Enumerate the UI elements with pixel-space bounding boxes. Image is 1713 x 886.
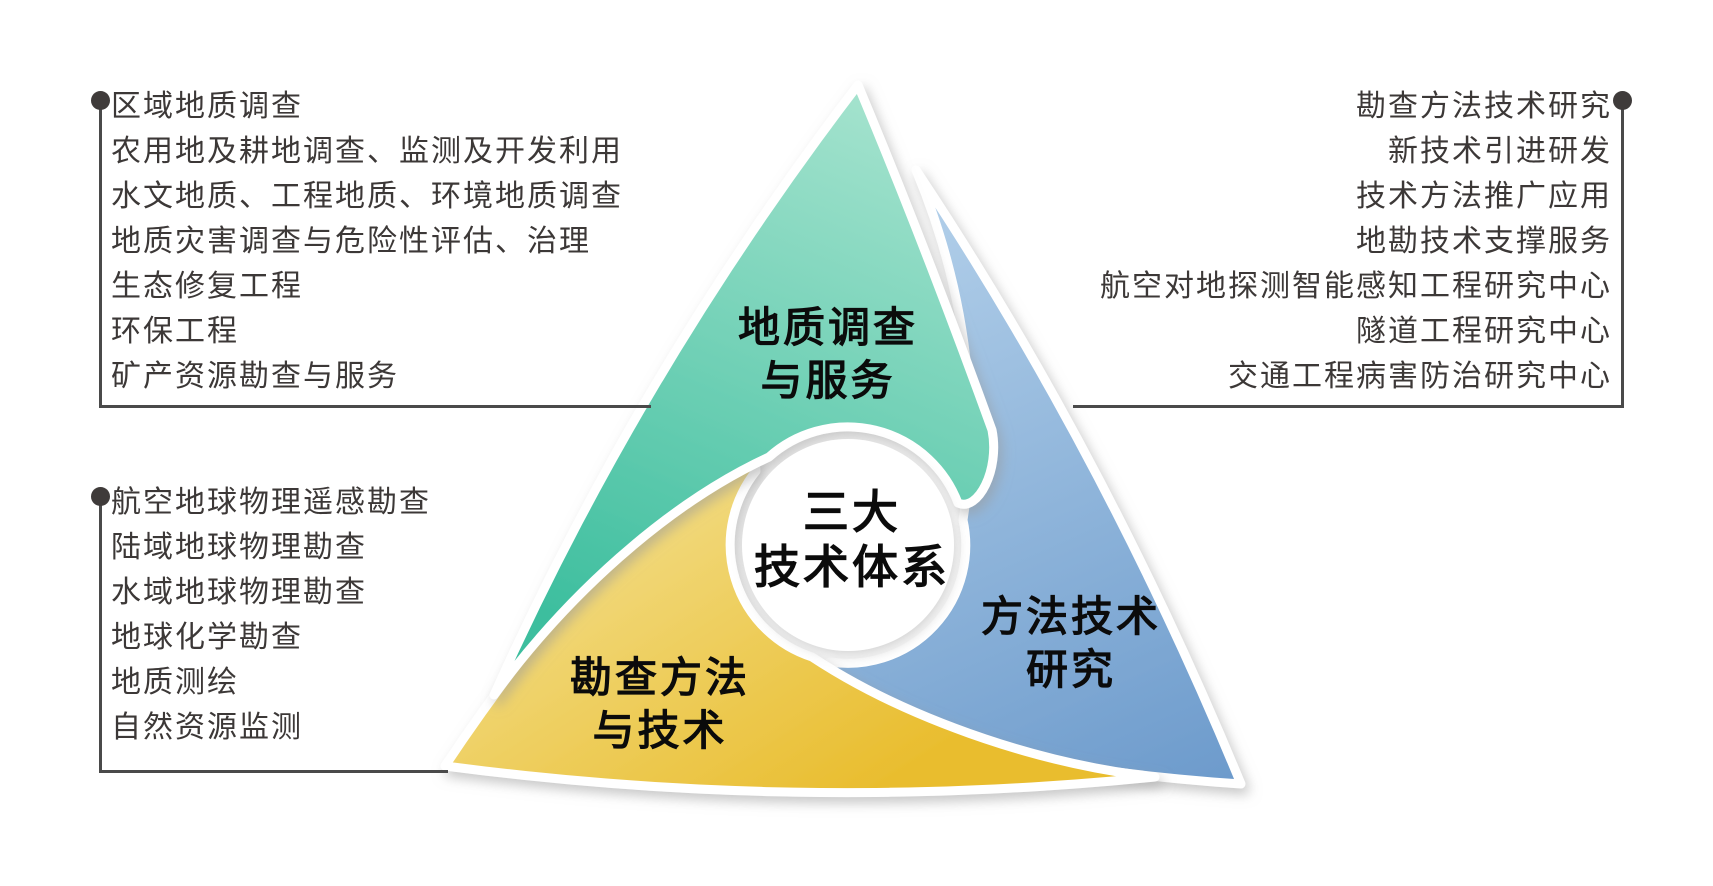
- bullet-icon: [91, 91, 110, 110]
- yellow-arm-label-line1: 勘查方法: [569, 656, 751, 702]
- list-item: 地质灾害调查与危险性评估、治理: [111, 225, 591, 258]
- list-item: 农用地及耕地调查、监测及开发利用: [111, 135, 623, 168]
- list-item: 矿产资源勘查与服务: [111, 360, 399, 393]
- top-right-list-rows: 勘查方法技术研究 新技术引进研发 技术方法推广应用 地勘技术支撑服务 航空对地探…: [1100, 84, 1612, 399]
- list-item: 新技术引进研发: [1388, 135, 1612, 168]
- top-right-list: 勘查方法技术研究 新技术引进研发 技术方法推广应用 地勘技术支撑服务 航空对地探…: [1073, 90, 1632, 408]
- list-item: 航空对地探测智能感知工程研究中心: [1100, 270, 1612, 303]
- center-disc: [742, 439, 954, 651]
- top-left-list: 区域地质调查 农用地及耕地调查、监测及开发利用 水文地质、工程地质、环境地质调查…: [91, 90, 651, 408]
- blue-arm-label-line1: 方法技术: [980, 595, 1162, 641]
- green-arm-label: 地质调查 与服务: [738, 303, 918, 409]
- list-item: 地质测绘: [111, 666, 239, 699]
- bottom-left-list-rows: 航空地球物理遥感勘查 陆域地球物理勘查 水域地球物理勘查 地球化学勘查 地质测绘…: [111, 480, 431, 750]
- green-arm-label-line2: 与服务: [760, 359, 896, 405]
- list-item: 水域地球物理勘查: [111, 576, 367, 609]
- list-item: 技术方法推广应用: [1356, 180, 1612, 213]
- bullet-icon: [1613, 91, 1632, 110]
- list-item: 自然资源监测: [111, 711, 303, 744]
- center-title: 三大 技术体系: [754, 485, 950, 595]
- center-title-line1: 三大: [803, 487, 901, 538]
- yellow-arm-label: 勘查方法 与技术: [570, 653, 750, 759]
- green-arm-label-line1: 地质调查: [737, 306, 919, 352]
- blue-arm-label: 方法技术 研究: [981, 592, 1161, 698]
- list-item: 勘查方法技术研究: [1356, 90, 1612, 123]
- top-left-list-rows: 区域地质调查 农用地及耕地调查、监测及开发利用 水文地质、工程地质、环境地质调查…: [111, 84, 623, 399]
- list-item: 隧道工程研究中心: [1356, 315, 1612, 348]
- green-arm-shape: [489, 80, 999, 700]
- list-item: 地球化学勘查: [111, 621, 303, 654]
- center-title-line2: 技术体系: [754, 542, 950, 593]
- blue-arm-label-line2: 研究: [1025, 648, 1117, 694]
- list-item: 生态修复工程: [111, 270, 303, 303]
- bullet-icon: [91, 487, 110, 506]
- bottom-left-list: 航空地球物理遥感勘查 陆域地球物理勘查 水域地球物理勘查 地球化学勘查 地质测绘…: [91, 486, 448, 773]
- list-item: 环保工程: [111, 315, 239, 348]
- list-item: 陆域地球物理勘查: [111, 531, 367, 564]
- list-item: 区域地质调查: [111, 90, 303, 123]
- yellow-arm-label-line2: 与技术: [592, 709, 728, 755]
- list-item: 地勘技术支撑服务: [1356, 225, 1612, 258]
- list-item: 航空地球物理遥感勘查: [111, 486, 431, 519]
- list-item: 水文地质、工程地质、环境地质调查: [111, 180, 623, 213]
- list-item: 交通工程病害防治研究中心: [1228, 360, 1612, 393]
